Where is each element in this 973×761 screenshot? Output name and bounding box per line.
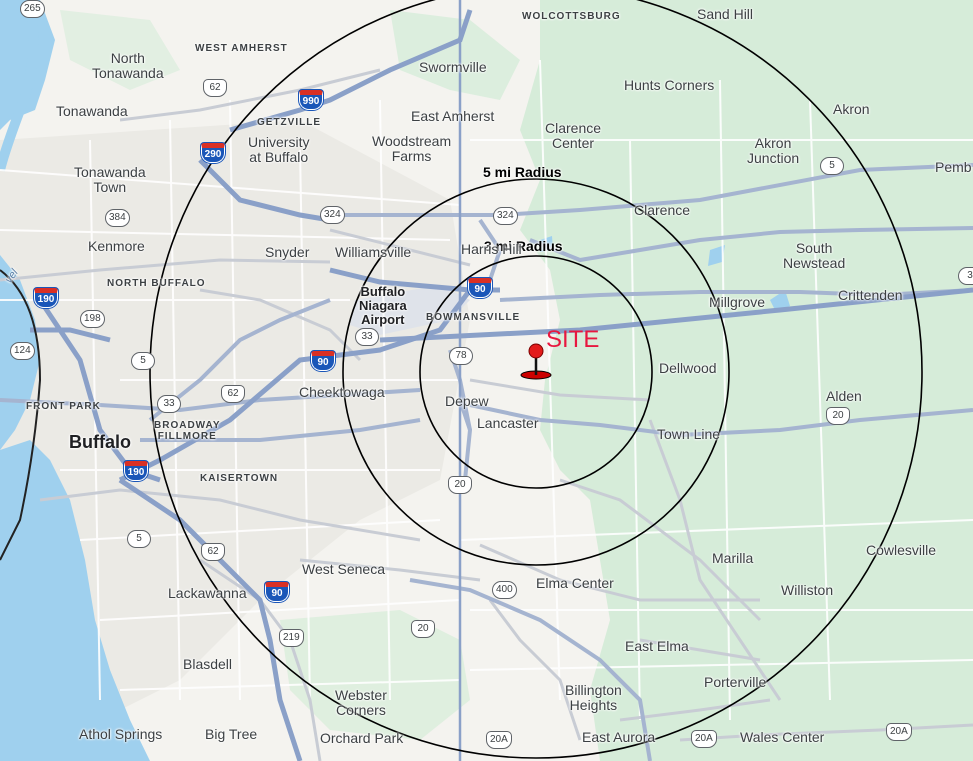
airport-area [350, 285, 470, 335]
label-west-amherst: WEST AMHERST [195, 43, 288, 54]
label-south-newstead: South Newstead [783, 240, 846, 271]
label-tonawanda: Tonawanda [56, 103, 128, 119]
label-alden: Alden [826, 388, 862, 404]
radius-circle-10mi [149, 0, 923, 759]
route-shield-5-south: 5 [127, 530, 151, 548]
label-getzville: GETZVILLE [257, 117, 321, 128]
label-porterville: Porterville [704, 674, 767, 690]
route-shield-20a-mid: 20A [691, 730, 717, 748]
label-cheektowaga: Cheektowaga [299, 384, 385, 400]
three-mile-radius-label: 3 mi Radius [484, 238, 563, 254]
label-north-buffalo: NORTH BUFFALO [107, 278, 206, 289]
label-university-at-buffalo: University at Buffalo [248, 134, 310, 165]
label-bowmansville: BOWMANSVILLE [426, 312, 521, 323]
label-pembroke: Pemb [935, 159, 972, 175]
label-east-amherst: East Amherst [411, 108, 495, 124]
route-shield-198: 198 [80, 310, 105, 328]
label-kenmore: Kenmore [88, 238, 145, 254]
route-shield-20-lancaster: 20 [448, 476, 472, 494]
international-border [0, 269, 42, 561]
label-williamsville: Williamsville [335, 244, 412, 260]
label-marilla: Marilla [712, 550, 754, 566]
label-front-park: FRONT PARK [26, 401, 101, 412]
route-shield-62-north: 62 [203, 79, 227, 97]
label-hunts-corners: Hunts Corners [624, 77, 715, 93]
label-williston: Williston [781, 582, 834, 598]
label-clarence: Clarence [634, 202, 691, 218]
site-pin-icon[interactable] [518, 341, 558, 385]
interstate-shield-290: 290 [201, 143, 225, 163]
route-shield-219: 219 [279, 629, 304, 647]
interstate-shield-90-mid: 90 [311, 351, 335, 371]
label-east-elma: East Elma [625, 638, 689, 654]
route-shield-78: 78 [449, 347, 473, 365]
arterial-roads [0, 163, 973, 761]
label-wolcottsburg: WOLCOTTSBURG [522, 11, 621, 22]
five-mile-radius-label: 5 mi Radius [483, 164, 562, 180]
route-shield-265: 265 [20, 0, 45, 18]
label-lancaster: Lancaster [477, 415, 539, 431]
label-billington-heights: Billington Heights [565, 682, 622, 713]
label-dellwood: Dellwood [659, 360, 717, 376]
label-lackawanna: Lackawanna [168, 585, 247, 601]
label-elma-center: Elma Center [536, 575, 614, 591]
label-woodstream-farms: Woodstream Farms [372, 133, 452, 164]
label-blasdell: Blasdell [183, 656, 233, 672]
route-shield-324-east: 324 [493, 207, 518, 225]
label-cowlesville: Cowlesville [866, 542, 937, 558]
route-shield-62-mid: 62 [221, 385, 245, 403]
label-buffalo: Buffalo [69, 432, 131, 452]
interstate-shield-90-south: 90 [265, 582, 289, 602]
interstate-shield-990: 990 [299, 90, 323, 110]
route-shield-62-south: 62 [201, 543, 225, 561]
route-shield-324-west: 324 [320, 206, 345, 224]
label-north-tonawanda: North Tonawanda [92, 50, 164, 81]
label-broadway-fillmore: BROADWAY FILLMORE [154, 420, 221, 442]
route-shield-3: 3 [958, 267, 973, 285]
label-east-aurora: East Aurora [582, 729, 656, 745]
label-akron-junction: Akron Junction [747, 135, 800, 166]
label-crittenden: Crittenden [838, 287, 903, 303]
label-harris-hill: Harris Hill [461, 241, 522, 257]
label-webster-corners: Webster Corners [335, 687, 387, 718]
interstate-shield-190-south: 190 [124, 461, 148, 481]
label-orchard-park: Orchard Park [320, 730, 404, 746]
label-sand-hill: Sand Hill [697, 6, 754, 22]
route-shield-20-alden: 20 [826, 407, 850, 425]
label-swormville: Swormville [419, 59, 487, 75]
label-west-seneca: West Seneca [302, 561, 386, 577]
radius-circle-3mi [419, 255, 653, 489]
interstate-shield-90-north: 90 [468, 278, 492, 298]
label-big-tree: Big Tree [205, 726, 258, 742]
radius-circle-5mi [342, 178, 730, 566]
route-shield-384: 384 [105, 209, 130, 227]
label-akron: Akron [833, 101, 870, 117]
route-shield-400: 400 [492, 581, 517, 599]
label-snyder: Snyder [265, 244, 310, 260]
route-shield-33-west: 33 [157, 395, 181, 413]
route-shield-20-south: 20 [411, 620, 435, 638]
label-athol-springs: Athol Springs [79, 726, 163, 742]
route-shield-33-airport: 33 [355, 328, 379, 346]
route-shield-5-west: 5 [131, 352, 155, 370]
label-town-line: Town Line [657, 426, 721, 442]
route-shield-5-east: 5 [820, 157, 844, 175]
route-shield-20a-east: 20A [886, 723, 912, 741]
label-tonawanda-town: Tonawanda Town [74, 164, 146, 195]
label-depew: Depew [445, 393, 489, 409]
route-shield-20a-west: 20A [486, 731, 512, 749]
niagara-river [0, 0, 39, 172]
site-label: SITE [546, 326, 600, 353]
label-millgrove: Millgrove [709, 294, 766, 310]
label-kaisertown: KAISERTOWN [200, 473, 279, 484]
interstate-shield-190-north: 190 [34, 288, 58, 308]
label-wales-center: Wales Center [740, 729, 825, 745]
label-airport: Buffalo Niagara Airport [359, 284, 407, 327]
label-clarence-center: Clarence Center [545, 120, 602, 151]
route-shield-124: 124 [10, 342, 35, 360]
